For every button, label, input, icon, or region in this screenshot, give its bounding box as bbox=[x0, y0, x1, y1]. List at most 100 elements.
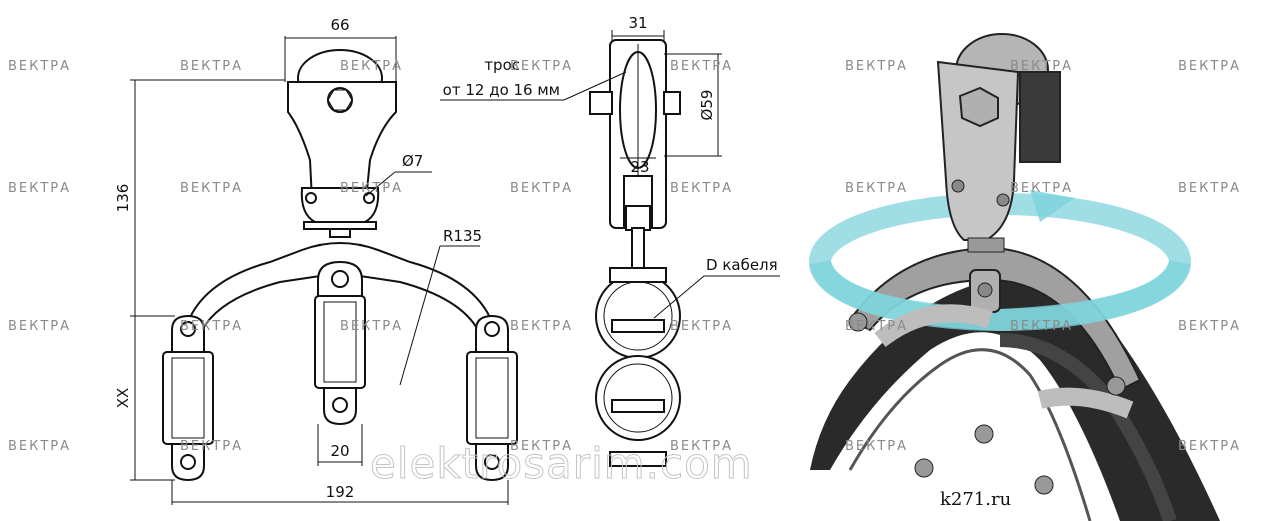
watermark-brand: ВЕКТРА bbox=[340, 59, 403, 74]
watermark-brand: ВЕКТРА bbox=[8, 319, 71, 334]
watermark-site-large: elektrosarim.com bbox=[370, 439, 753, 488]
render-bracket bbox=[967, 237, 1005, 253]
dim-xx-label: XX bbox=[114, 388, 132, 409]
center-clamp-inner bbox=[323, 301, 357, 383]
dim-7-label: Ø7 bbox=[402, 152, 423, 170]
leader-r135 bbox=[399, 245, 441, 386]
dim-192-label: 192 bbox=[326, 483, 355, 501]
watermark-brand: ВЕКТРА bbox=[1178, 319, 1241, 334]
ring-clamp bbox=[611, 319, 665, 333]
cable-label-1: трос bbox=[484, 56, 520, 74]
watermarks: ВЕКТРА ВЕКТРА ВЕКТРА ВЕКТРА ВЕКТРА ВЕКТР… bbox=[8, 59, 1241, 510]
cable-diameter-label: D кабеля bbox=[706, 256, 778, 274]
watermark-brand: ВЕКТРА bbox=[510, 319, 573, 334]
watermark-brand: ВЕКТРА bbox=[1178, 439, 1241, 454]
site-label: k271.ru bbox=[940, 489, 1011, 510]
render-band bbox=[874, 304, 993, 348]
left-clamp-inner bbox=[171, 357, 205, 439]
center-hole-bottom bbox=[332, 397, 348, 413]
watermark-brand: ВЕКТРА bbox=[180, 181, 243, 196]
watermark-brand: ВЕКТРА bbox=[8, 439, 71, 454]
render-center-bolt bbox=[977, 282, 993, 298]
watermark-brand: ВЕКТРА bbox=[670, 181, 733, 196]
cable-highlight bbox=[848, 348, 1092, 521]
right-clamp-body bbox=[466, 351, 518, 445]
watermark-brand: ВЕКТРА bbox=[1010, 59, 1073, 74]
watermark-brand: ВЕКТРА bbox=[845, 319, 908, 334]
render-bolt-r bbox=[1106, 376, 1126, 396]
right-clamp-inner bbox=[475, 357, 509, 439]
render-arch bbox=[848, 246, 1142, 392]
render-bolt bbox=[958, 86, 999, 128]
dim-20-label: 20 bbox=[330, 442, 349, 460]
dim-136-label: 136 bbox=[114, 184, 132, 213]
watermark-brand: ВЕКТРА bbox=[1178, 181, 1241, 196]
cable-label-2: от 12 до 16 мм bbox=[443, 81, 560, 99]
right-hole-bottom bbox=[484, 454, 500, 470]
side-rod bbox=[631, 227, 645, 269]
bolt-head bbox=[327, 89, 353, 111]
side-view-drawing bbox=[440, 30, 780, 467]
dim-31-label: 31 bbox=[628, 14, 647, 32]
render-screw bbox=[951, 179, 965, 193]
cable-ring-lower bbox=[595, 355, 681, 441]
render-screw bbox=[996, 193, 1010, 207]
watermark-brand: ВЕКТРА bbox=[8, 59, 71, 74]
product-render bbox=[809, 33, 1220, 521]
right-hole-top bbox=[484, 321, 500, 337]
dim-66-label: 66 bbox=[330, 16, 349, 34]
ring-clamp bbox=[609, 267, 667, 283]
watermark-brand: ВЕКТРА bbox=[340, 319, 403, 334]
screw-left bbox=[305, 192, 317, 204]
watermark-brand: ВЕКТРА bbox=[1178, 59, 1241, 74]
watermark-brand: ВЕКТРА bbox=[510, 439, 573, 454]
dim-r135-label: R135 bbox=[443, 227, 482, 245]
watermark-brand: ВЕКТРА bbox=[340, 181, 403, 196]
watermark-brand: ВЕКТРА bbox=[845, 439, 908, 454]
watermark-brand: ВЕКТРА bbox=[8, 181, 71, 196]
watermark-brand: ВЕКТРА bbox=[845, 59, 908, 74]
watermark-brand: ВЕКТРА bbox=[180, 59, 243, 74]
watermark-brand: ВЕКТРА bbox=[180, 319, 243, 334]
left-clamp-body bbox=[162, 351, 214, 445]
dimension-labels: 66 136 XX Ø7 R135 20 192 31 Ø59 23 трос … bbox=[114, 14, 778, 501]
front-view-drawing bbox=[130, 36, 518, 505]
render-bolt-b bbox=[974, 424, 994, 444]
render-bolt-l bbox=[848, 312, 868, 332]
leader-tros bbox=[563, 71, 627, 101]
leader-cable bbox=[653, 275, 705, 319]
render-band bbox=[1037, 387, 1134, 419]
side-bolt-right bbox=[663, 91, 681, 115]
side-nut bbox=[625, 205, 651, 231]
mount-bracket bbox=[303, 221, 377, 230]
center-clamp-body bbox=[314, 295, 366, 389]
watermark-brand: ВЕКТРА bbox=[670, 319, 733, 334]
watermark-brand: ВЕКТРА bbox=[670, 439, 733, 454]
cable-ring-lower-inner bbox=[603, 363, 673, 433]
bolt-hex bbox=[327, 87, 353, 113]
watermark-brand: ВЕКТРА bbox=[1010, 181, 1073, 196]
dim-23-label: 23 bbox=[630, 158, 649, 176]
render-pulley-side bbox=[1019, 71, 1061, 163]
ring-clamp bbox=[611, 399, 665, 413]
cable-ring-upper bbox=[595, 273, 681, 359]
watermark-brand: ВЕКТРА bbox=[1010, 319, 1073, 334]
mount-tab bbox=[329, 228, 351, 238]
leader-7 bbox=[365, 171, 396, 197]
left-hole-bottom bbox=[180, 454, 196, 470]
watermark-brand: ВЕКТРА bbox=[845, 181, 908, 196]
render-bolt-b bbox=[914, 458, 934, 478]
watermark-brand: ВЕКТРА bbox=[510, 181, 573, 196]
watermark-brand: ВЕКТРА bbox=[670, 59, 733, 74]
side-bolt-left bbox=[589, 91, 613, 115]
watermark-brand: ВЕКТРА bbox=[510, 59, 573, 74]
render-bolt-b bbox=[1034, 475, 1054, 495]
watermark-brand: ВЕКТРА bbox=[180, 439, 243, 454]
ring-clamp bbox=[609, 451, 667, 467]
left-hole-top bbox=[180, 321, 196, 337]
dim-59-label: Ø59 bbox=[698, 90, 716, 121]
rotation-arrow-head bbox=[1030, 190, 1075, 222]
rotation-arrow-front bbox=[809, 258, 1191, 332]
